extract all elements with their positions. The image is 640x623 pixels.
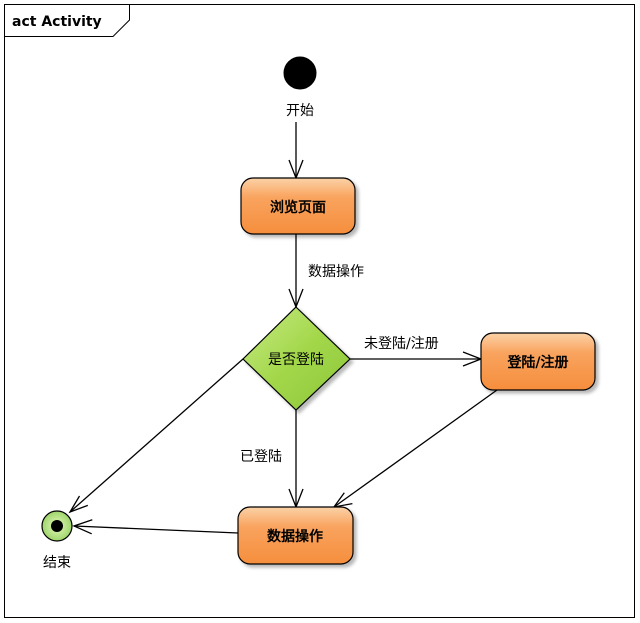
edge-label-browse-to-decision: 数据操作 bbox=[308, 264, 364, 280]
frame-title-tab bbox=[4, 4, 130, 37]
edge-decision-to-login bbox=[350, 351, 483, 367]
action-browse-page[interactable]: 浏览页面 bbox=[240, 177, 356, 235]
start-node-label: 开始 bbox=[286, 103, 314, 119]
edge-browse-to-decision bbox=[288, 234, 304, 309]
action-login-register-label: 登陆/注册 bbox=[506, 354, 568, 371]
edge-decision-to-end bbox=[68, 358, 244, 514]
diagram-frame bbox=[4, 4, 635, 618]
decision-is-logged-in[interactable]: 是否登陆 bbox=[242, 306, 351, 411]
decision-label: 是否登陆 bbox=[268, 352, 324, 368]
action-data-operation-label: 数据操作 bbox=[267, 528, 323, 545]
action-browse-page-label: 浏览页面 bbox=[270, 199, 326, 216]
edge-label-decision-to-login: 未登陆/注册 bbox=[364, 336, 439, 352]
edge-data-op-to-end bbox=[72, 519, 239, 535]
end-node-label: 结束 bbox=[43, 555, 71, 571]
frame-title: act Activity bbox=[12, 14, 102, 30]
edge-login-to-data-op bbox=[332, 389, 498, 508]
action-data-operation[interactable]: 数据操作 bbox=[237, 506, 354, 565]
action-login-register[interactable]: 登陆/注册 bbox=[480, 332, 596, 391]
edge-start-to-browse bbox=[288, 122, 304, 180]
end-node[interactable] bbox=[41, 510, 73, 542]
start-node[interactable] bbox=[283, 56, 317, 90]
edge-label-decision-to-data-op: 已登陆 bbox=[240, 449, 282, 465]
edge-decision-to-data-op bbox=[288, 410, 304, 509]
